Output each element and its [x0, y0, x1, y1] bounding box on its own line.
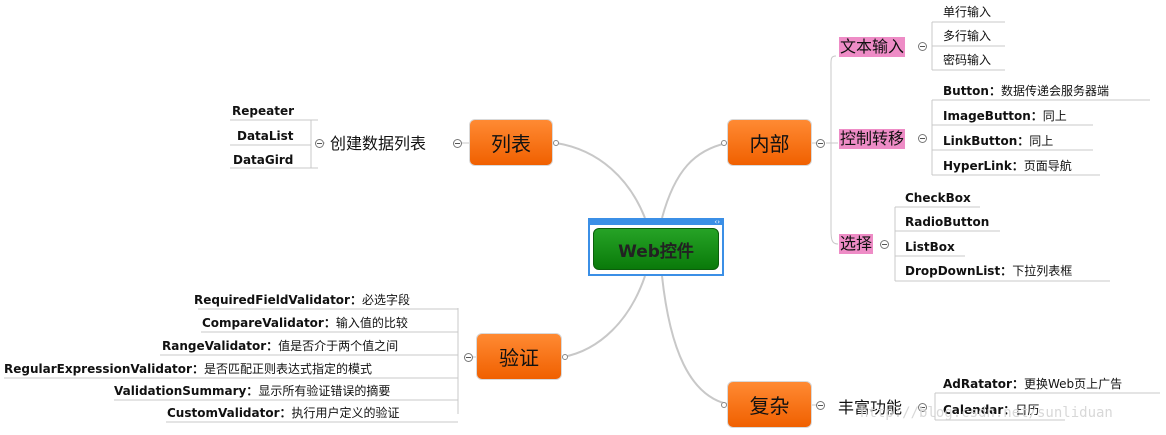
- center-node[interactable]: Web控件: [593, 228, 719, 270]
- leaf-validation-summary[interactable]: ValidationSummary：显示所有验证错误的摘要: [114, 384, 391, 398]
- collapse-toggle-icon[interactable]: [918, 134, 927, 143]
- leaf-listbox[interactable]: ListBox: [905, 240, 955, 254]
- watermark: http://blog.csdn.net/sunliduan: [860, 405, 1113, 421]
- leaf-dropdownlist[interactable]: DropDownList：下拉列表框: [905, 264, 1073, 278]
- subnode-text-input[interactable]: 文本输入: [839, 37, 906, 57]
- subnode-control-transfer[interactable]: 控制转移: [839, 129, 906, 149]
- subnode-select[interactable]: 选择: [839, 234, 874, 254]
- connector-dot: [721, 402, 727, 408]
- node-internal[interactable]: 内部: [727, 119, 812, 166]
- node-complex[interactable]: 复杂: [727, 381, 812, 428]
- leaf-hyperlink[interactable]: HyperLink：页面导航: [943, 159, 1072, 173]
- leaf-custom-validator[interactable]: CustomValidator：执行用户定义的验证: [167, 406, 400, 420]
- collapse-toggle-icon[interactable]: [918, 42, 927, 51]
- collapse-toggle-icon[interactable]: [453, 139, 462, 148]
- leaf-checkbox[interactable]: CheckBox: [905, 191, 971, 205]
- resize-arrows-icon: ‹›: [714, 218, 720, 226]
- node-validate[interactable]: 验证: [476, 333, 562, 380]
- leaf-adratator[interactable]: AdRatator：更换Web页上广告: [943, 377, 1123, 391]
- leaf-required-field-validator[interactable]: RequiredFieldValidator：必选字段: [194, 293, 410, 307]
- node-list[interactable]: 列表: [469, 119, 553, 166]
- subnode-rich-features[interactable]: 丰富功能: [838, 398, 903, 417]
- selection-bar: [590, 220, 722, 225]
- collapse-toggle-icon[interactable]: [315, 139, 324, 148]
- subnode-create-list[interactable]: 创建数据列表: [330, 134, 427, 153]
- connector-dot: [553, 140, 559, 146]
- leaf-button[interactable]: Button：数据传递会服务器端: [943, 84, 1109, 98]
- collapse-toggle-icon[interactable]: [880, 240, 889, 249]
- leaf-password[interactable]: 密码输入: [943, 53, 992, 67]
- leaf-datagird[interactable]: DataGird: [233, 153, 294, 167]
- leaf-regex-validator[interactable]: RegularExpressionValidator：是否匹配正则表达式指定的模…: [4, 362, 372, 376]
- collapse-toggle-icon[interactable]: [918, 403, 927, 412]
- leaf-calendar[interactable]: Calendar：日历: [943, 403, 1040, 417]
- collapse-toggle-icon[interactable]: [816, 401, 825, 410]
- center-node-frame[interactable]: ‹› Web控件: [588, 218, 724, 276]
- leaf-link-button[interactable]: LinkButton：同上: [943, 134, 1054, 148]
- leaf-single-line[interactable]: 单行输入: [943, 5, 992, 19]
- leaf-datalist[interactable]: DataList: [237, 129, 294, 143]
- leaf-image-button[interactable]: ImageButton：同上: [943, 109, 1067, 123]
- leaf-radiobutton[interactable]: RadioButton: [905, 215, 990, 229]
- collapse-toggle-icon[interactable]: [816, 139, 825, 148]
- collapse-toggle-icon[interactable]: [464, 353, 473, 362]
- leaf-range-validator[interactable]: RangeValidator：值是否介于两个值之间: [162, 339, 399, 353]
- leaf-compare-validator[interactable]: CompareValidator：输入值的比较: [202, 316, 408, 330]
- leaf-repeater[interactable]: Repeater: [232, 104, 294, 118]
- leaf-multi-line[interactable]: 多行输入: [943, 29, 992, 43]
- connector-dot: [721, 140, 727, 146]
- connector-dot: [562, 354, 568, 360]
